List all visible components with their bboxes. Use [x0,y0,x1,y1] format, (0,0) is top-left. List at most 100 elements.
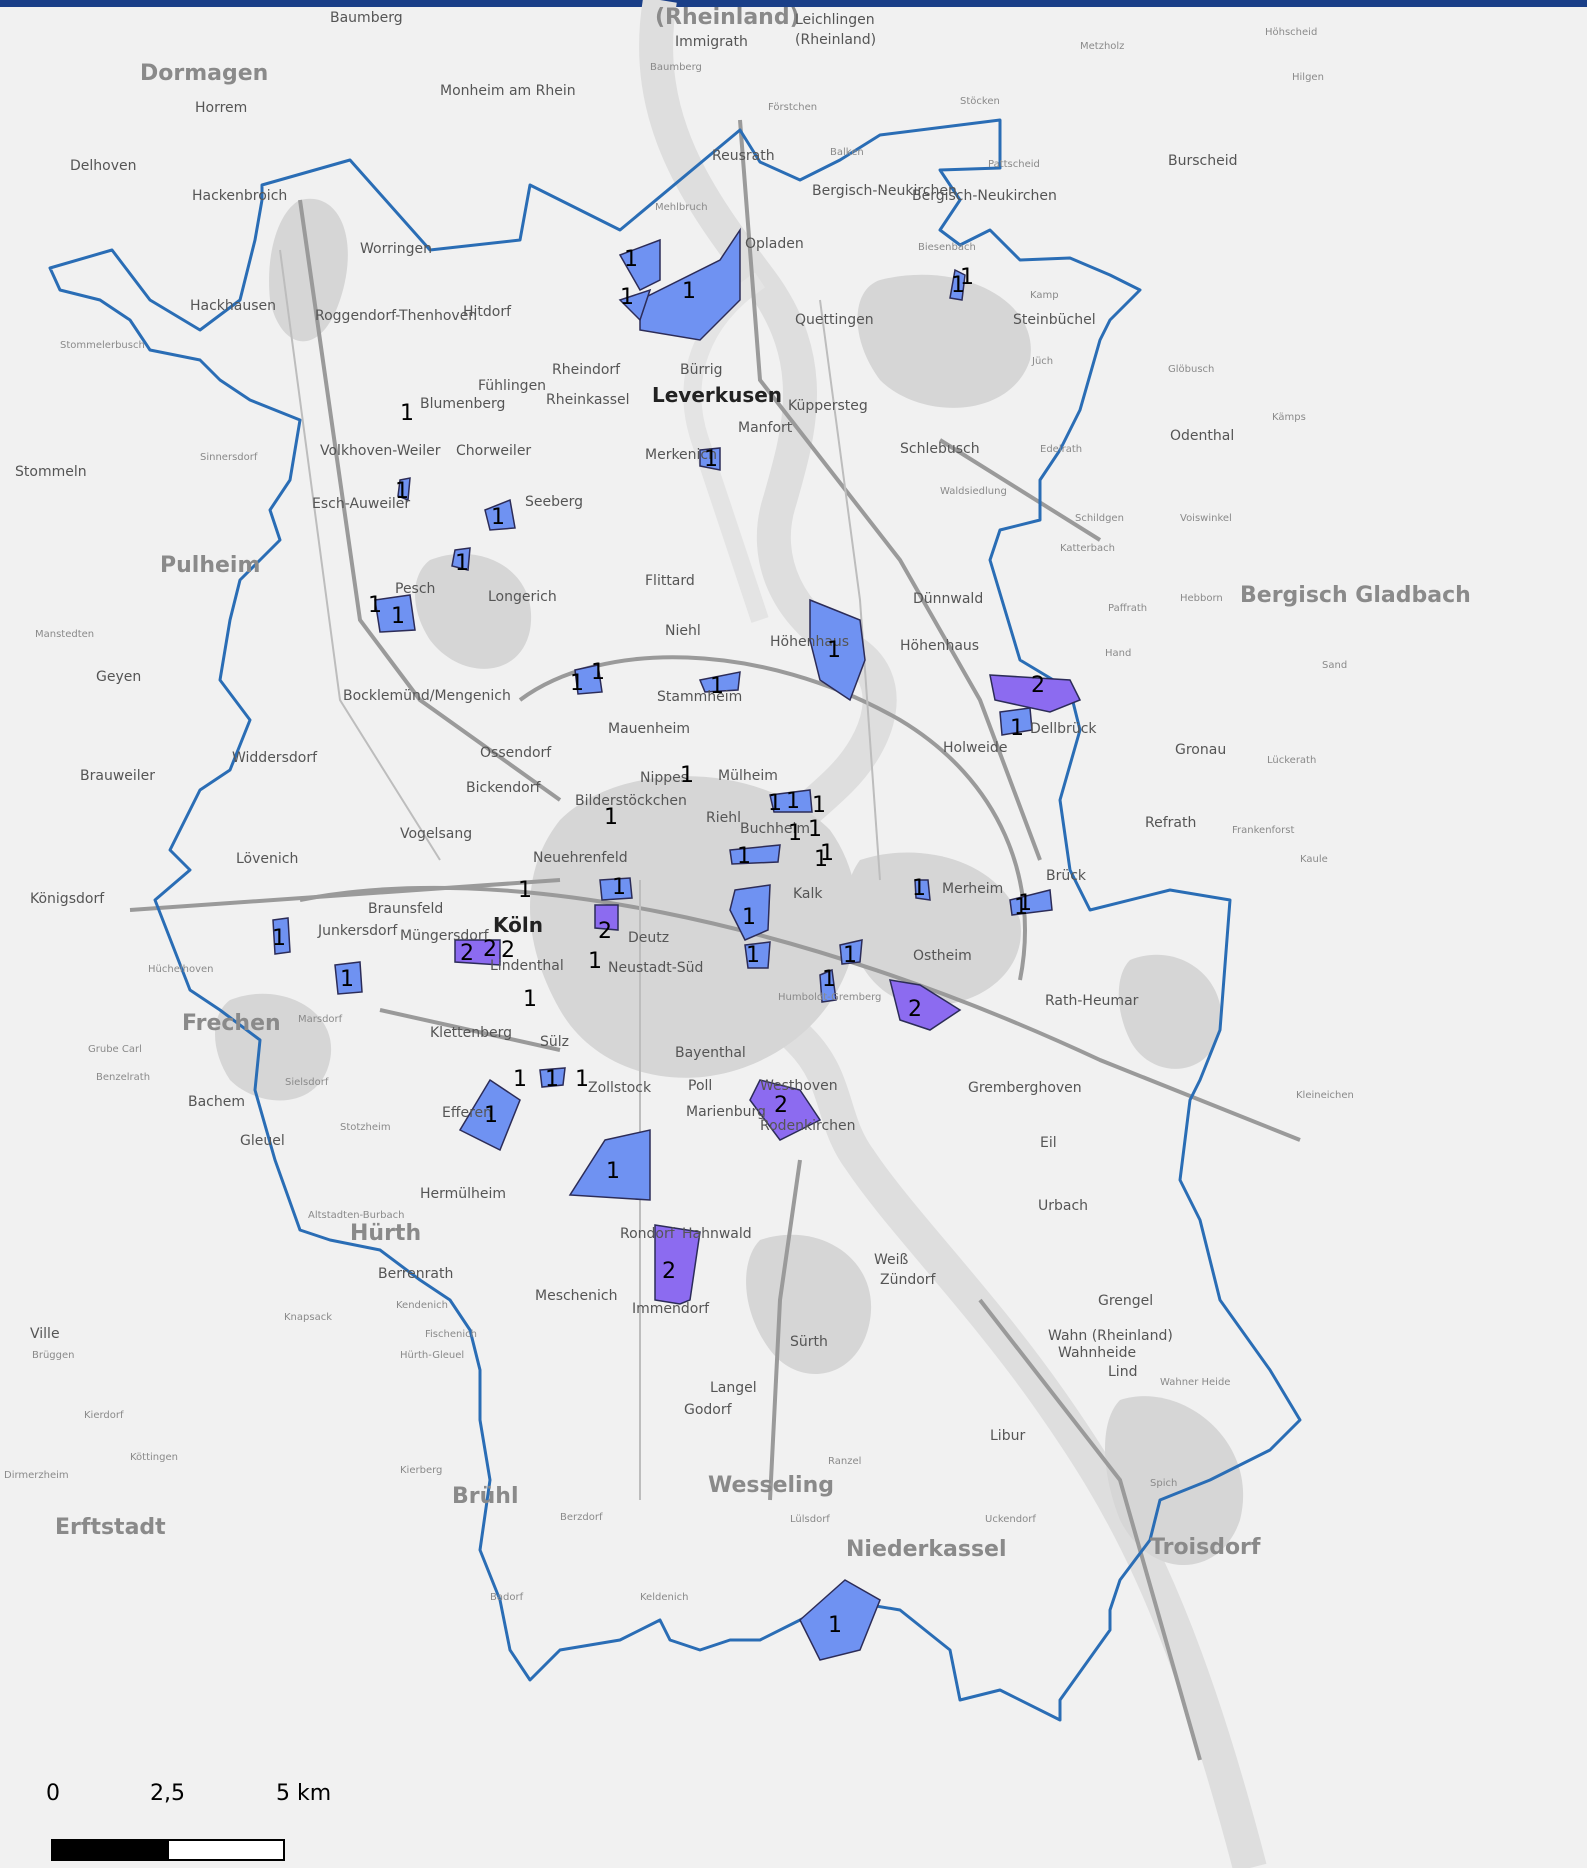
label-lindenthal: Lindenthal [490,958,564,974]
label-hackenbroich: Hackenbroich [192,188,287,204]
label-bocklemuend: Bocklemünd/Mengenich [343,688,511,704]
count-label: 1 [820,841,834,866]
label-odenthal: Odenthal [1170,428,1234,444]
label-gremberghoven: Gremberghoven [968,1080,1082,1096]
label-junkersdorf: Junkersdorf [317,923,398,939]
count-label: 2 [483,937,497,962]
label-hackhausen: Hackhausen [190,298,276,314]
label-keldenich: Keldenich [640,1592,688,1603]
label-ville: Ville [30,1326,60,1342]
count-label: 1 [545,1067,559,1092]
label-blumenberg: Blumenberg [420,396,505,412]
label-hand: Hand [1105,648,1131,659]
label-brauweiler: Brauweiler [80,768,155,784]
label-duennwald: Dünnwald [913,591,983,607]
count-label: 1 [951,273,965,298]
label-marsdorf: Marsdorf [298,1014,343,1025]
label-wahn: Wahn (Rheinland) [1048,1328,1173,1344]
label-huechelhoven: Hüchelhoven [148,964,214,975]
label-frankenforst: Frankenforst [1232,825,1294,836]
label-bayenthal: Bayenthal [675,1045,746,1061]
label-quettingen: Quettingen [795,312,874,328]
label-niederkassel: Niederkassel [846,1537,1007,1562]
label-worringen: Worringen [360,241,432,257]
label-kendenich: Kendenich [396,1300,448,1311]
label-immigrath: Immigrath [675,34,748,50]
label-suerth: Sürth [790,1334,828,1350]
label-rath-heumar: Rath-Heumar [1045,993,1139,1009]
label-dirmerzheim: Dirmerzheim [4,1470,69,1481]
label-leichlingen: Leichlingen [795,12,875,28]
count-label: 2 [662,1259,676,1284]
label-widdersdorf: Widdersdorf [232,750,318,766]
label-berzdorf: Berzdorf [560,1512,603,1523]
label-paffrath: Paffrath [1108,603,1147,614]
count-label: 1 [827,638,841,663]
label-sand: Sand [1322,660,1347,671]
label-langel: Langel [710,1380,757,1396]
label-koettingen: Köttingen [130,1452,178,1463]
label-ossendorf: Ossendorf [480,745,552,761]
areas-two [454,674,1082,1305]
label-libur: Libur [990,1428,1025,1444]
count-label: 1 [368,593,382,618]
label-volkhoven: Volkhoven-Weiler [320,443,441,459]
count-label: 1 [1010,716,1024,741]
label-lind: Lind [1108,1364,1137,1380]
count-label: 2 [460,941,474,966]
count-label: 1 [682,279,696,304]
count-label: 1 [710,674,724,699]
label-marienburg: Marienburg [686,1104,766,1120]
count-label: 2 [501,938,515,963]
label-rodenkirchen: Rodenkirchen [760,1118,856,1134]
label-metzholz: Metzholz [1080,41,1124,52]
label-merkenich: Merkenich [645,447,717,463]
count-label: 1 [518,878,532,903]
label-bruehl: Brühl [452,1484,518,1509]
count-label: 1 [680,763,694,788]
count-label: 1 [513,1067,527,1092]
label-esch-auweiler: Esch-Auweiler [312,496,410,512]
label-grengel: Grengel [1098,1293,1153,1309]
label-neustadt-sued: Neustadt-Süd [608,960,703,976]
label-stoecken: Stöcken [960,96,1000,107]
label-uckendorf: Uckendorf [985,1514,1036,1525]
label-spich: Spich [1150,1478,1177,1489]
count-label: 1 [491,505,505,530]
label-wahner-heide: Wahner Heide [1160,1377,1230,1388]
label-refrath: Refrath [1145,815,1196,831]
count-label: 1 [814,847,828,872]
label-rheinland-top: (Rheinland) [655,5,800,30]
count-label: 1 [604,805,618,830]
count-label: 1 [523,987,537,1012]
label-merheim: Merheim [942,881,1003,897]
count-label: 1 [395,479,409,504]
count-label: 1 [606,1159,620,1184]
count-label: 2 [774,1093,788,1118]
label-rondorf: Rondorf [620,1226,676,1242]
count-label: 1 [455,551,469,576]
label-bergisch-neukirchen: Bergisch-Neukirchen [812,183,957,199]
label-lueckerath: Lückerath [1267,755,1316,766]
label-juech: Jüch [1031,356,1053,367]
label-wesseling: Wesseling [708,1473,834,1498]
label-fuehlingen: Fühlingen [478,378,546,394]
label-leverkusen: Leverkusen [652,383,782,407]
count-label: 2 [1031,673,1045,698]
label-pesch: Pesch [395,581,435,597]
place-labels: Dormagen Horrem Delhoven Hackenbroich Wo… [4,5,1471,1603]
label-troisdorf: Troisdorf [1150,1535,1261,1560]
label-hermuelheim: Hermülheim [420,1186,506,1202]
count-label: 1 [746,943,760,968]
label-leichlingen-rh: (Rheinland) [795,32,876,48]
count-label: 1 [624,247,638,272]
label-loevenich: Lövenich [236,851,298,867]
koeln-boundary [48,118,1302,1722]
count-label: 2 [598,919,612,944]
count-label: 1 [591,660,605,685]
label-vogelsang: Vogelsang [400,826,472,842]
label-hitdorf: Hitdorf [463,304,512,320]
label-flittard: Flittard [645,573,695,589]
label-benzelrath: Benzelrath [96,1072,150,1083]
label-niehl: Niehl [665,623,701,639]
